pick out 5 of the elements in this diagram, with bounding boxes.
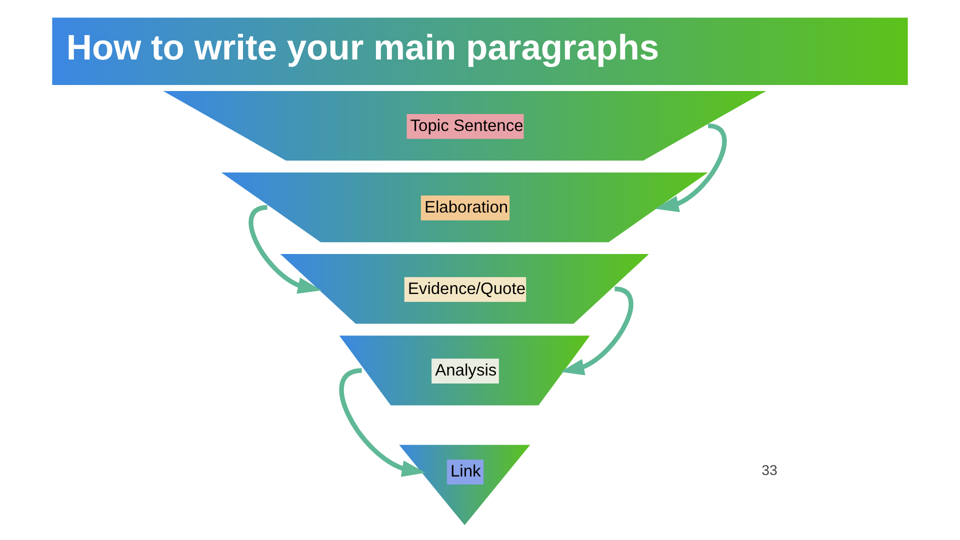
arrow [655,123,727,212]
arrow [560,286,634,376]
arrow [248,205,322,294]
diagram-title: How to write your main paragraphs [66,28,660,68]
label: 33 [762,463,778,480]
